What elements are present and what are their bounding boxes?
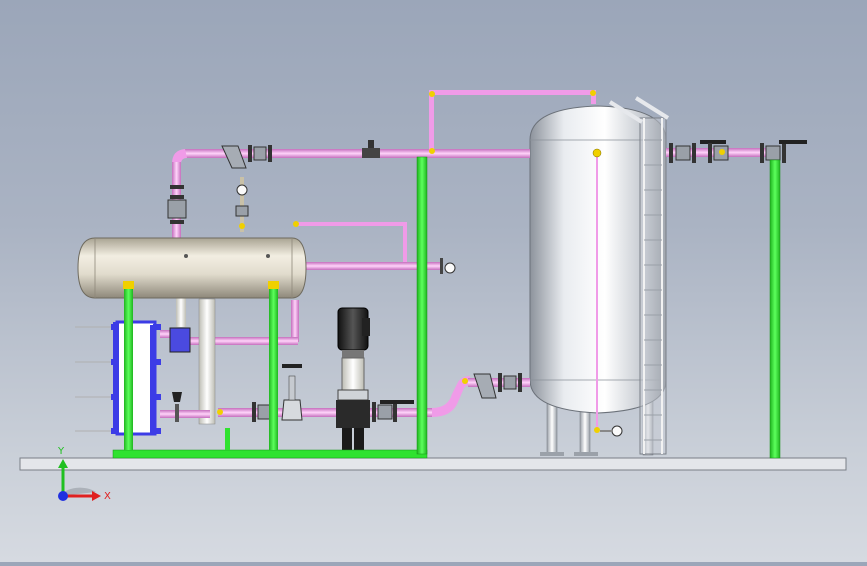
y-axis-label: Y bbox=[57, 446, 65, 457]
gauge-yellow-icon bbox=[594, 427, 600, 433]
lower-valves bbox=[217, 364, 414, 422]
dropleg-pipe bbox=[198, 298, 216, 425]
frame-base-beam bbox=[112, 449, 428, 459]
vertical-pump bbox=[336, 307, 370, 450]
handwheel-icon bbox=[172, 392, 182, 402]
frame-column bbox=[269, 283, 278, 450]
gauge-yellow-icon bbox=[592, 148, 602, 158]
pressure-gauge-icon bbox=[444, 262, 456, 274]
frame-column bbox=[124, 283, 133, 450]
header-valves bbox=[167, 140, 380, 232]
gate-valve-icon bbox=[281, 399, 303, 421]
pump-body bbox=[341, 357, 365, 391]
vertical-pressure-vessel bbox=[529, 105, 667, 456]
vent-yellow-icon bbox=[429, 91, 435, 97]
x-axis-label: X bbox=[104, 491, 111, 502]
pressure-gauge-icon bbox=[236, 184, 248, 196]
plate-heat-exchanger bbox=[75, 320, 210, 436]
control-valve bbox=[169, 327, 191, 353]
pressure-gauge-icon bbox=[611, 425, 623, 437]
check-valve-icon bbox=[362, 148, 380, 158]
strainer-icon bbox=[221, 145, 247, 169]
support-frame bbox=[112, 156, 781, 459]
coordinate-triad-icon: Y X bbox=[57, 446, 111, 502]
strainer-icon bbox=[473, 373, 497, 399]
vent-yellow-icon bbox=[429, 148, 435, 154]
inlet-valves bbox=[462, 373, 522, 399]
vent-yellow-icon bbox=[590, 90, 596, 96]
frame-column bbox=[416, 156, 428, 455]
base-plate bbox=[19, 457, 847, 471]
horizontal-tank bbox=[77, 237, 307, 425]
frame-column bbox=[769, 159, 781, 459]
ladder bbox=[608, 96, 670, 455]
